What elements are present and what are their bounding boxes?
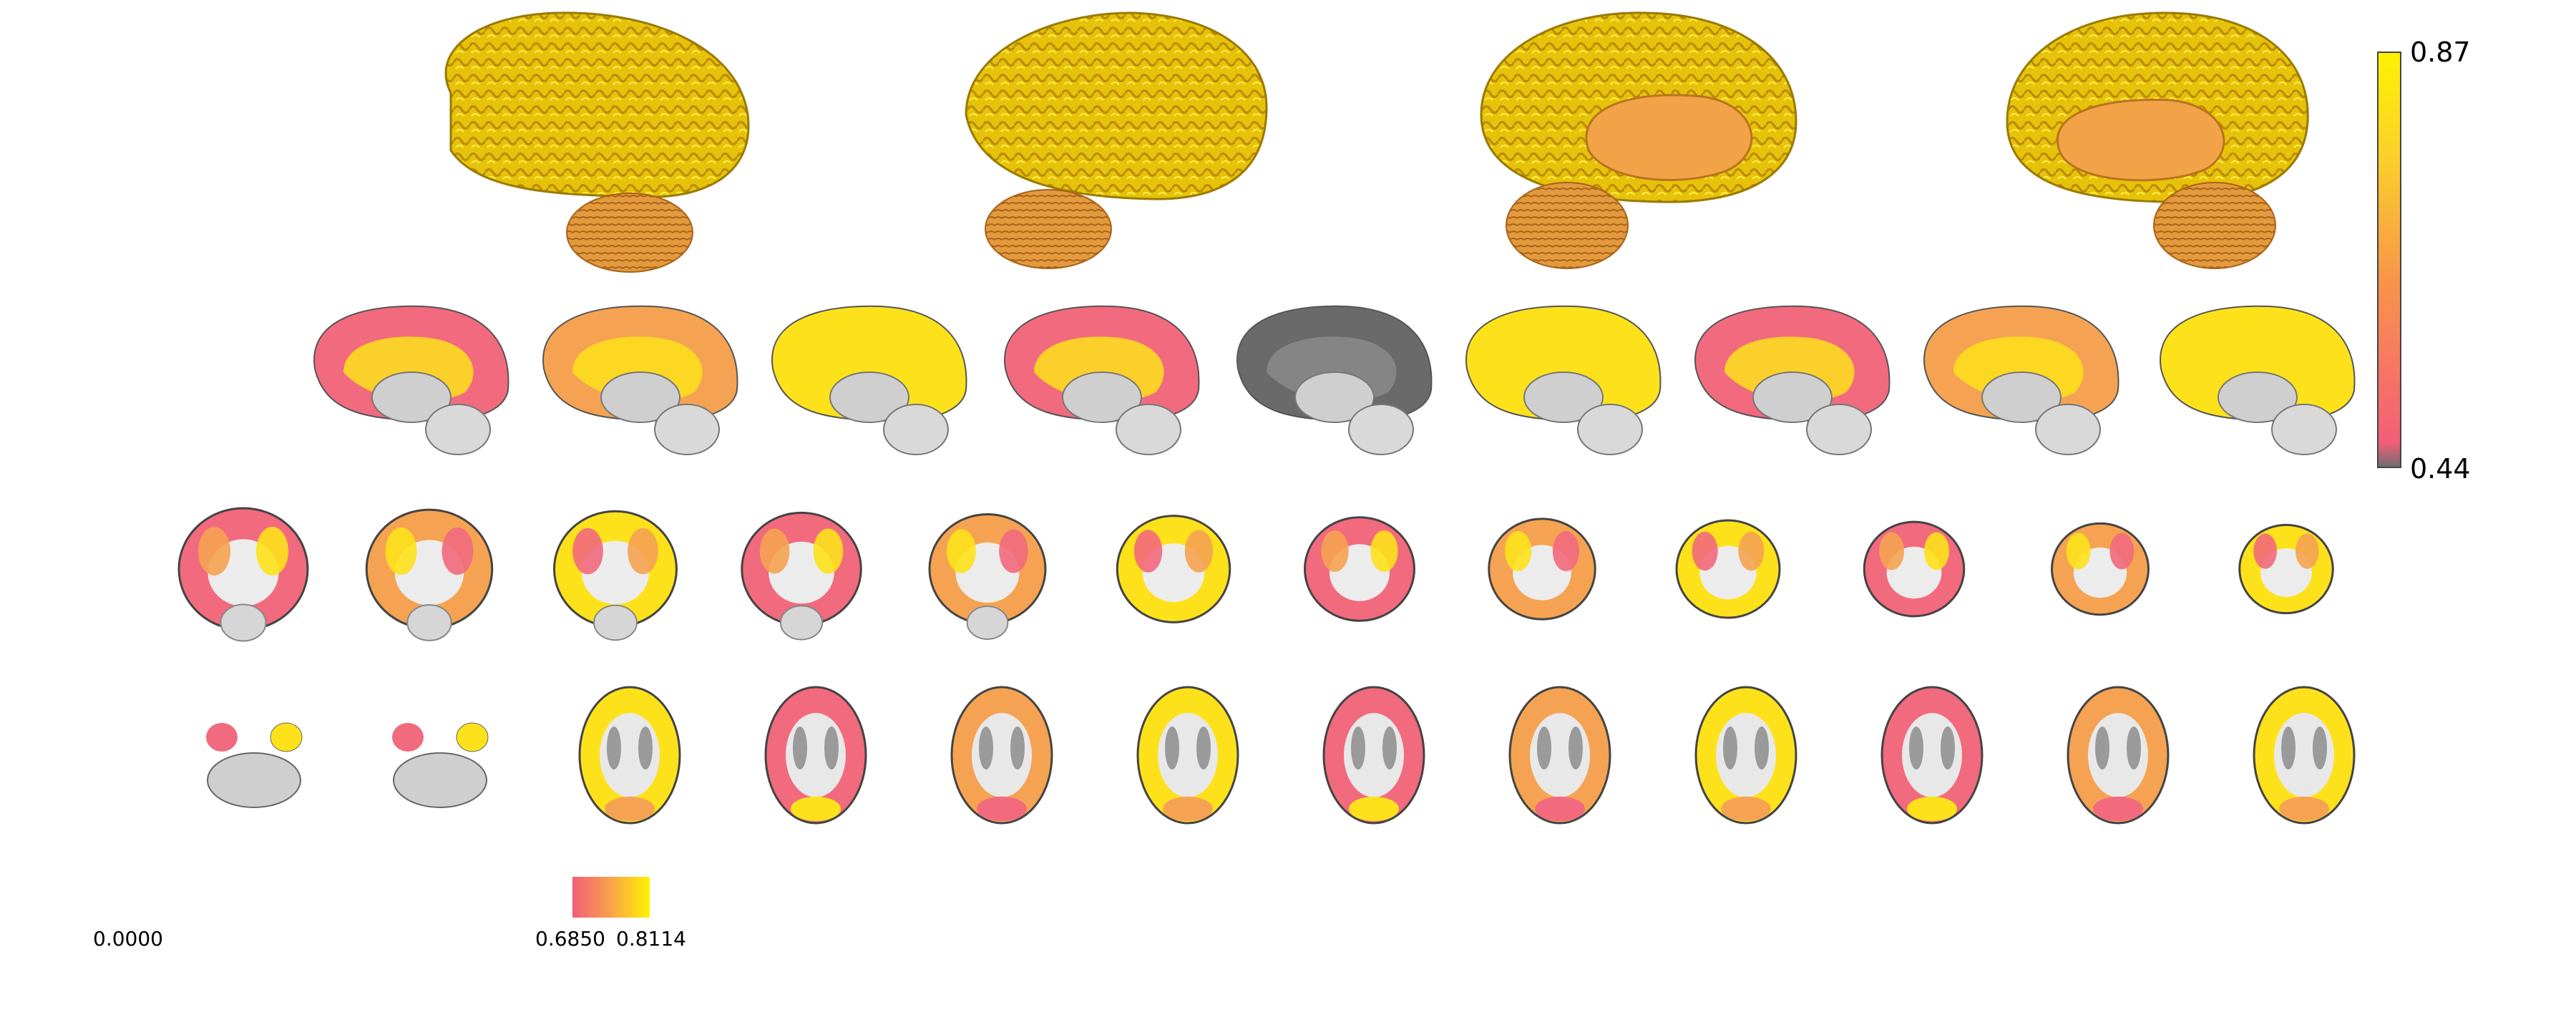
axial-slice [1136, 686, 1239, 825]
sagittal-slice [313, 305, 509, 455]
surface-left-lateral [444, 11, 750, 273]
colorbar-min-label: 0.44 [2410, 453, 2471, 485]
legend-gradient [572, 877, 650, 918]
coronal-slice [1675, 519, 1781, 619]
sagittal-slice [1465, 305, 1662, 455]
legend-high-label: 0.8114 [616, 927, 686, 951]
bottom-legend: 0.0000 0.6850 0.8114 [93, 877, 686, 951]
sagittal-slice [1923, 305, 2119, 455]
legend-zero-label: 0.0000 [93, 927, 163, 951]
axial-slice [578, 686, 681, 825]
axial-slice [2253, 686, 2356, 825]
legend-low-label: 0.6850 [535, 927, 605, 951]
sagittal-slice [1236, 305, 1433, 455]
coronal-slice [553, 510, 678, 641]
axial-slice [1508, 686, 1611, 825]
axial-slice [1322, 686, 1425, 825]
coronal-slice [1488, 518, 1596, 621]
sagittal-slice [2160, 305, 2356, 455]
coronal-slice [741, 511, 862, 641]
axial-slice [392, 722, 489, 808]
sagittal-slice [771, 305, 967, 455]
coronal-slice [177, 507, 309, 642]
axial-slice [2067, 686, 2170, 825]
axial-row [206, 686, 2356, 825]
axial-slice [764, 686, 867, 825]
coronal-slice [2051, 522, 2150, 616]
sagittal-row [313, 305, 2356, 455]
axial-slice [1694, 686, 1797, 825]
coronal-slice [2238, 523, 2334, 615]
axial-slice [206, 722, 303, 808]
surface-right-lateral [965, 11, 1268, 269]
colorbar-gradient [2377, 52, 2401, 468]
coronal-slice [365, 508, 494, 641]
surface-left-medial [1480, 11, 1797, 269]
coronal-row [177, 507, 2334, 642]
surface-right-medial [2006, 11, 2309, 269]
coronal-slice [928, 513, 1047, 640]
coronal-slice [1863, 520, 1966, 618]
axial-slice [1880, 686, 1984, 825]
colorbar-max-label: 0.87 [2410, 37, 2471, 68]
sagittal-slice [542, 305, 738, 455]
coronal-slice [1304, 516, 1415, 622]
coronal-slice [1116, 515, 1231, 623]
sagittal-slice [1694, 305, 1890, 455]
surface-row [444, 11, 2309, 273]
axial-slice [950, 686, 1053, 825]
sagittal-slice [1004, 305, 1200, 455]
colorbar: 0.87 0.44 [2377, 37, 2471, 485]
